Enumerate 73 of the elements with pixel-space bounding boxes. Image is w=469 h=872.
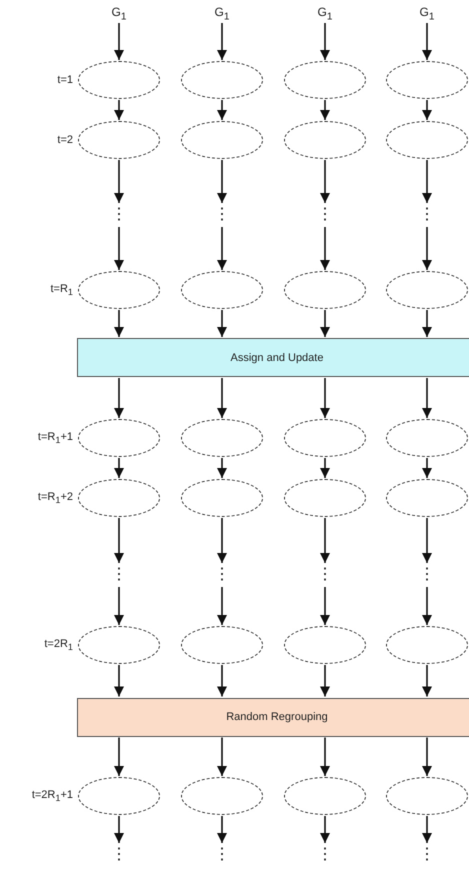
arrow bbox=[320, 100, 330, 120]
arrow bbox=[422, 458, 432, 478]
ellipsis-text: ⋮ bbox=[317, 204, 333, 226]
arrow bbox=[217, 227, 227, 270]
arrow bbox=[320, 23, 330, 60]
arrow bbox=[422, 518, 432, 563]
arrow bbox=[422, 160, 432, 203]
arrow bbox=[422, 378, 432, 418]
arrow bbox=[114, 23, 124, 60]
time-step-label: t=R$_{1}$+2 bbox=[38, 490, 73, 506]
ellipsis-text: ⋮ bbox=[214, 204, 230, 226]
arrow bbox=[422, 665, 432, 696]
arrow bbox=[320, 816, 330, 843]
arrow bbox=[320, 310, 330, 337]
arrow bbox=[422, 227, 432, 270]
ellipsis-text: ⋮ bbox=[419, 844, 435, 866]
arrow bbox=[422, 587, 432, 625]
arrow bbox=[217, 378, 227, 418]
arrow bbox=[217, 100, 227, 120]
arrow bbox=[320, 738, 330, 776]
arrow bbox=[320, 587, 330, 625]
ellipsis-text: ⋮ bbox=[111, 844, 127, 866]
arrow bbox=[114, 378, 124, 418]
arrow bbox=[217, 816, 227, 843]
ellipsis-text: ⋮ bbox=[111, 564, 127, 586]
arrow bbox=[422, 738, 432, 776]
arrow bbox=[114, 310, 124, 337]
arrow bbox=[422, 816, 432, 843]
time-step-label: t=2R$_{1}$ bbox=[44, 638, 73, 652]
time-step-label: t=2R$_{1}$+1 bbox=[32, 788, 73, 804]
arrow bbox=[217, 160, 227, 203]
ellipsis-text: ⋮ bbox=[111, 204, 127, 226]
arrow bbox=[320, 227, 330, 270]
arrow bbox=[114, 665, 124, 696]
arrow bbox=[217, 518, 227, 563]
ellipsis-text: ⋮ bbox=[419, 204, 435, 226]
group-label: G$_{1}$ bbox=[207, 6, 237, 22]
arrow bbox=[320, 160, 330, 203]
ellipsis-text: ⋮ bbox=[214, 844, 230, 866]
arrow bbox=[217, 587, 227, 625]
group-label: G$_{1}$ bbox=[310, 6, 340, 22]
arrow bbox=[114, 587, 124, 625]
process-band: Random Regrouping bbox=[77, 698, 469, 736]
arrow bbox=[320, 665, 330, 696]
arrow bbox=[217, 665, 227, 696]
arrow bbox=[320, 518, 330, 563]
arrow bbox=[114, 816, 124, 843]
ellipsis-text: ⋮ bbox=[419, 564, 435, 586]
time-step-label: t=R$_{1}$+1 bbox=[38, 430, 73, 446]
arrow bbox=[422, 23, 432, 60]
arrow bbox=[114, 738, 124, 776]
arrow bbox=[114, 227, 124, 270]
group-label: G$_{1}$ bbox=[104, 6, 134, 22]
arrow bbox=[422, 310, 432, 337]
ellipsis-text: ⋮ bbox=[317, 564, 333, 586]
arrow bbox=[217, 23, 227, 60]
process-band: Assign and Update bbox=[77, 338, 469, 377]
arrow bbox=[114, 160, 124, 203]
time-step-label: t=R$_{1}$ bbox=[50, 282, 73, 298]
group-label: G$_{1}$ bbox=[412, 6, 442, 22]
arrow bbox=[114, 518, 124, 563]
arrow bbox=[422, 100, 432, 120]
ellipsis-text: ⋮ bbox=[214, 564, 230, 586]
time-step-label: t=2 bbox=[57, 134, 73, 146]
arrow bbox=[114, 458, 124, 478]
arrow bbox=[217, 458, 227, 478]
arrow bbox=[320, 378, 330, 418]
ellipsis-text: ⋮ bbox=[317, 844, 333, 866]
arrow bbox=[217, 310, 227, 337]
time-step-label: t=1 bbox=[57, 74, 73, 86]
arrow bbox=[114, 100, 124, 120]
arrow bbox=[217, 738, 227, 776]
arrow bbox=[320, 458, 330, 478]
